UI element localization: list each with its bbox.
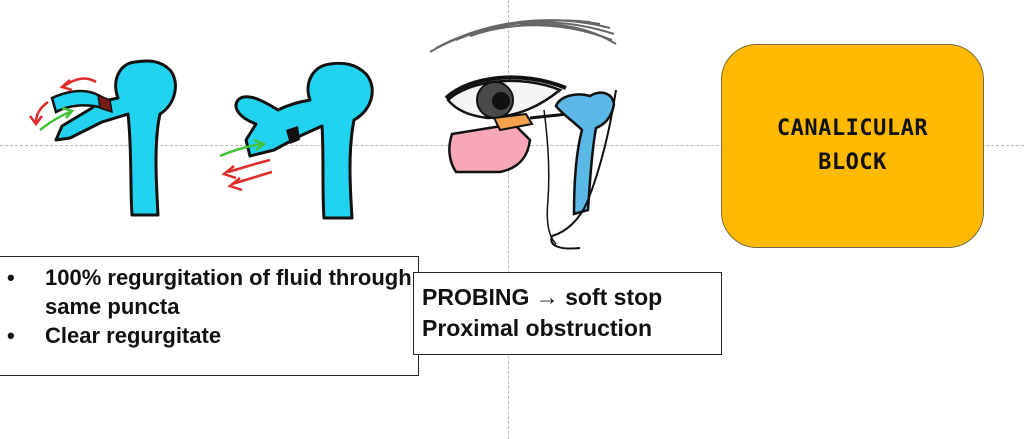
criteria-textbox: 100% regurgitation of fluid through same… <box>0 256 419 376</box>
eye-lacrimal-system-sketch <box>429 19 617 250</box>
canaliculus-right-sketch <box>219 61 374 220</box>
criteria-item-clear: Clear regurgitate <box>0 321 418 350</box>
probing-result: soft stop <box>565 284 663 310</box>
canaliculus-left-sketch <box>29 59 177 217</box>
right-arrow-icon: → <box>535 284 559 310</box>
diagnosis-label: CANALICULAR BLOCK <box>776 116 929 175</box>
probing-line-1: PROBING → soft stop <box>422 282 721 313</box>
slide-guide-vertical <box>508 0 509 439</box>
probing-textbox: PROBING → soft stop Proximal obstruction <box>413 272 722 355</box>
probing-label: PROBING <box>422 284 530 310</box>
diagnosis-card: CANALICULAR BLOCK <box>721 44 984 248</box>
criteria-item-regurgitation: 100% regurgitation of fluid through same… <box>0 263 418 321</box>
criteria-list: 100% regurgitation of fluid through same… <box>0 263 418 350</box>
probing-line-2: Proximal obstruction <box>422 315 653 341</box>
